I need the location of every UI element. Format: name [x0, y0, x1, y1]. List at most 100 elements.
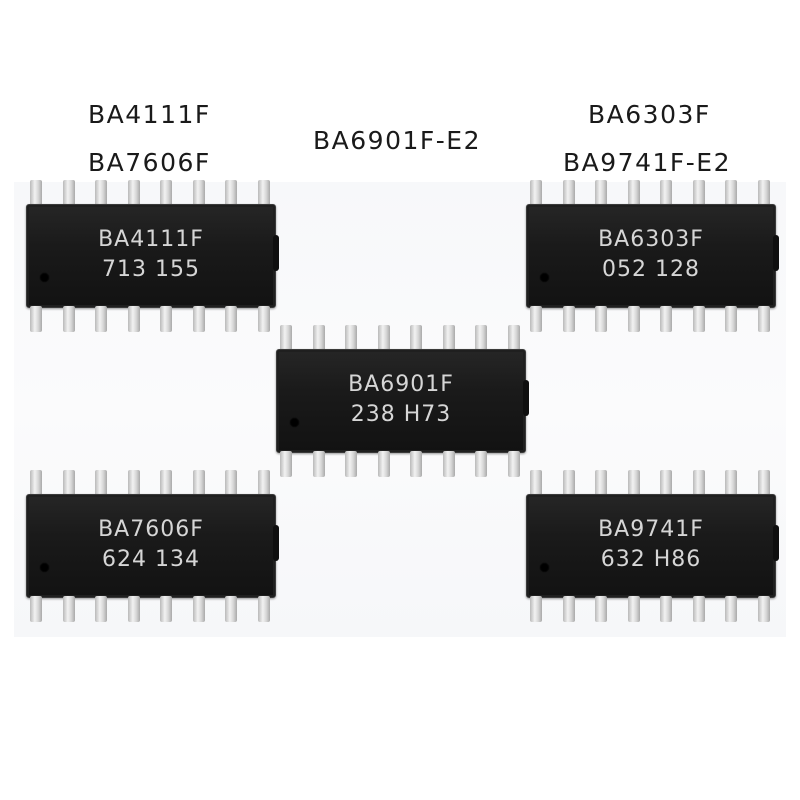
pin-row-top [30, 180, 270, 206]
pin [95, 596, 108, 622]
ic-chip-ba7606f: BA7606F 624 134 [20, 470, 279, 622]
caption-ba7606f: BA7606F [88, 148, 211, 177]
ic-chip-ba6303f: BA6303F 052 128 [520, 180, 779, 332]
chip-notch [273, 525, 279, 561]
pin [692, 180, 705, 206]
pin [757, 306, 770, 332]
pin [62, 596, 75, 622]
pin [627, 180, 640, 206]
pin [595, 180, 608, 206]
pin [562, 306, 575, 332]
ic-chip-ba9741f: BA9741F 632 H86 [520, 470, 779, 622]
pin [62, 306, 75, 332]
pin [757, 180, 770, 206]
pin [312, 451, 325, 477]
pin [160, 470, 173, 496]
pin [280, 451, 292, 477]
chip-body: BA7606F 624 134 [26, 494, 279, 598]
pin [95, 306, 108, 332]
pin [30, 306, 42, 332]
ic-chip-ba4111f: BA4111F 713 155 [20, 180, 279, 332]
pin [257, 596, 270, 622]
pin [725, 306, 738, 332]
pin [257, 180, 270, 206]
pin [127, 180, 140, 206]
pin-row-bottom [30, 306, 270, 332]
chip-body: BA9741F 632 H86 [526, 494, 779, 598]
pin [475, 325, 488, 351]
pin [660, 306, 673, 332]
pin [725, 596, 738, 622]
pin [160, 180, 173, 206]
pin [95, 180, 108, 206]
pin [312, 325, 325, 351]
pin [377, 325, 390, 351]
pin [475, 451, 488, 477]
pin [562, 180, 575, 206]
pin [627, 596, 640, 622]
chip-part-number: BA6303F [598, 227, 704, 252]
chip-lot-code: 052 128 [602, 257, 700, 282]
pin1-dot [289, 417, 300, 428]
pin [225, 180, 238, 206]
pin [757, 596, 770, 622]
pin [757, 470, 770, 496]
pin [595, 596, 608, 622]
pin-row-top [30, 470, 270, 496]
pin [345, 451, 358, 477]
pin-row-bottom [280, 451, 520, 477]
pin [30, 180, 42, 206]
caption-ba9741f-e2: BA9741F-E2 [563, 148, 731, 177]
pin [595, 306, 608, 332]
chip-body: BA6901F 238 H73 [276, 349, 529, 453]
chip-lot-code: 713 155 [102, 257, 200, 282]
pin [442, 325, 455, 351]
pin [530, 306, 542, 332]
pin [192, 306, 205, 332]
chip-notch [773, 525, 779, 561]
pin [257, 306, 270, 332]
pin-row-top [530, 470, 770, 496]
chip-lot-code: 624 134 [102, 547, 200, 572]
pin [410, 451, 423, 477]
chip-notch [773, 235, 779, 271]
caption-ba6303f: BA6303F [588, 100, 711, 129]
pin-row-bottom [530, 306, 770, 332]
pin [192, 470, 205, 496]
pin [410, 325, 423, 351]
chip-body: BA4111F 713 155 [26, 204, 279, 308]
pin [507, 325, 520, 351]
pin [127, 596, 140, 622]
ic-chip-ba6901f: BA6901F 238 H73 [270, 325, 529, 477]
pin [692, 470, 705, 496]
chip-lot-code: 632 H86 [600, 547, 702, 572]
pin [627, 306, 640, 332]
chip-part-number: BA9741F [598, 517, 704, 542]
pin [627, 470, 640, 496]
pin1-dot [39, 562, 50, 573]
pin [257, 470, 270, 496]
pin [225, 596, 238, 622]
pin [225, 470, 238, 496]
caption-ba4111f: BA4111F [88, 100, 211, 129]
pin [95, 470, 108, 496]
pin [192, 180, 205, 206]
pin-row-top [530, 180, 770, 206]
pin [660, 470, 673, 496]
pin-row-bottom [30, 596, 270, 622]
pin [30, 470, 42, 496]
pin [127, 470, 140, 496]
chip-part-number: BA4111F [98, 227, 204, 252]
pin [62, 180, 75, 206]
pin [192, 596, 205, 622]
pin [660, 180, 673, 206]
chip-lot-code: 238 H73 [350, 402, 452, 427]
pin [507, 451, 520, 477]
pin [562, 470, 575, 496]
pin [442, 451, 455, 477]
pin1-dot [539, 562, 550, 573]
chip-notch [523, 380, 529, 416]
pin [595, 470, 608, 496]
pin [692, 306, 705, 332]
